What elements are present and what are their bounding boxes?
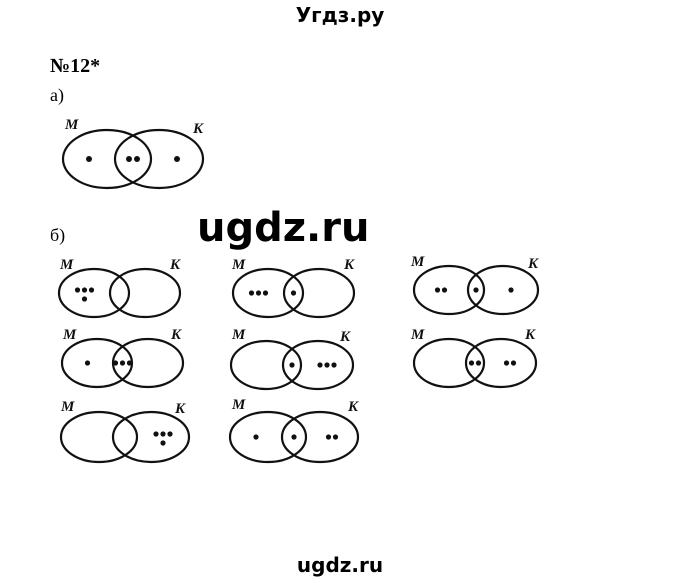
element-dot-both bbox=[468, 360, 475, 366]
element-dot-both bbox=[126, 360, 133, 366]
set-k-label: K bbox=[339, 329, 351, 345]
element-dot-both bbox=[291, 434, 297, 440]
set-k-label: K bbox=[347, 399, 359, 415]
set-m-label: M bbox=[410, 327, 425, 343]
element-dot-both bbox=[112, 360, 119, 366]
element-dot-only-k bbox=[325, 434, 332, 440]
element-dot-both bbox=[290, 290, 297, 296]
element-dot-only-m bbox=[255, 290, 262, 296]
set-k-ellipse bbox=[111, 410, 191, 464]
set-m-label: M bbox=[62, 327, 77, 343]
element-dot-both bbox=[475, 360, 482, 366]
site-title: Угдз.ру bbox=[295, 3, 385, 27]
element-dot-only-k bbox=[317, 362, 323, 368]
set-k-ellipse bbox=[281, 339, 355, 391]
element-dot-only-m bbox=[262, 290, 269, 296]
element-dot-both bbox=[473, 287, 479, 293]
part-b-label: б) bbox=[50, 225, 66, 245]
set-k-ellipse bbox=[108, 267, 182, 319]
set-m-label: M bbox=[410, 254, 425, 270]
set-m-label: M bbox=[231, 397, 246, 413]
element-dot-only-m bbox=[81, 287, 88, 293]
set-m-ellipse bbox=[59, 410, 139, 464]
set-m-label: M bbox=[231, 257, 246, 273]
element-dot-only-k bbox=[174, 156, 180, 162]
set-k-ellipse bbox=[113, 128, 205, 190]
set-k-ellipse bbox=[464, 337, 538, 389]
element-dot-only-k bbox=[510, 360, 517, 366]
set-k-label: K bbox=[343, 257, 355, 273]
set-m-ellipse bbox=[231, 267, 305, 319]
set-k-label: K bbox=[170, 327, 182, 343]
task-number: №12* bbox=[50, 55, 101, 77]
set-m-label: M bbox=[64, 117, 79, 133]
element-dot-only-k bbox=[324, 362, 330, 368]
element-dot-only-k bbox=[508, 287, 514, 293]
element-dot-only-k bbox=[153, 431, 159, 437]
set-m-label: M bbox=[59, 257, 74, 273]
set-m-ellipse bbox=[228, 410, 308, 464]
set-m-ellipse bbox=[412, 264, 486, 316]
set-k-label: K bbox=[524, 327, 536, 343]
watermark: ugdz.ru bbox=[197, 205, 370, 251]
element-dot-only-m bbox=[441, 287, 448, 293]
set-k-ellipse bbox=[466, 264, 540, 316]
footer-watermark: ugdz.ru bbox=[296, 553, 384, 577]
element-dot-only-m bbox=[253, 434, 259, 440]
element-dot-only-k bbox=[503, 360, 510, 366]
set-m-label: M bbox=[231, 327, 246, 343]
element-dot-both bbox=[119, 360, 126, 366]
set-m-label: M bbox=[60, 399, 75, 415]
element-dot-only-m bbox=[86, 156, 92, 162]
set-m-ellipse bbox=[412, 337, 486, 389]
element-dot-both bbox=[126, 156, 132, 162]
set-k-label: K bbox=[192, 121, 204, 137]
element-dot-only-k bbox=[160, 431, 166, 437]
element-dot-both bbox=[134, 156, 140, 162]
set-m-ellipse bbox=[229, 339, 303, 391]
element-dot-only-m bbox=[88, 287, 95, 293]
element-dot-only-k bbox=[160, 440, 166, 446]
element-dot-only-m bbox=[434, 287, 441, 293]
element-dot-both bbox=[289, 362, 295, 368]
set-k-label: K bbox=[527, 256, 539, 272]
part-a-label: а) bbox=[50, 85, 64, 105]
set-k-label: K bbox=[169, 257, 181, 273]
set-m-ellipse bbox=[57, 267, 131, 319]
element-dot-only-k bbox=[331, 362, 337, 368]
set-m-ellipse bbox=[61, 128, 153, 190]
element-dot-only-k bbox=[167, 431, 173, 437]
element-dot-only-m bbox=[248, 290, 255, 296]
element-dot-only-m bbox=[81, 296, 88, 302]
set-k-ellipse bbox=[280, 410, 360, 464]
element-dot-only-m bbox=[84, 360, 91, 366]
set-k-ellipse bbox=[282, 267, 356, 319]
set-k-label: K bbox=[174, 401, 186, 417]
element-dot-only-m bbox=[74, 287, 81, 293]
element-dot-only-k bbox=[332, 434, 339, 440]
